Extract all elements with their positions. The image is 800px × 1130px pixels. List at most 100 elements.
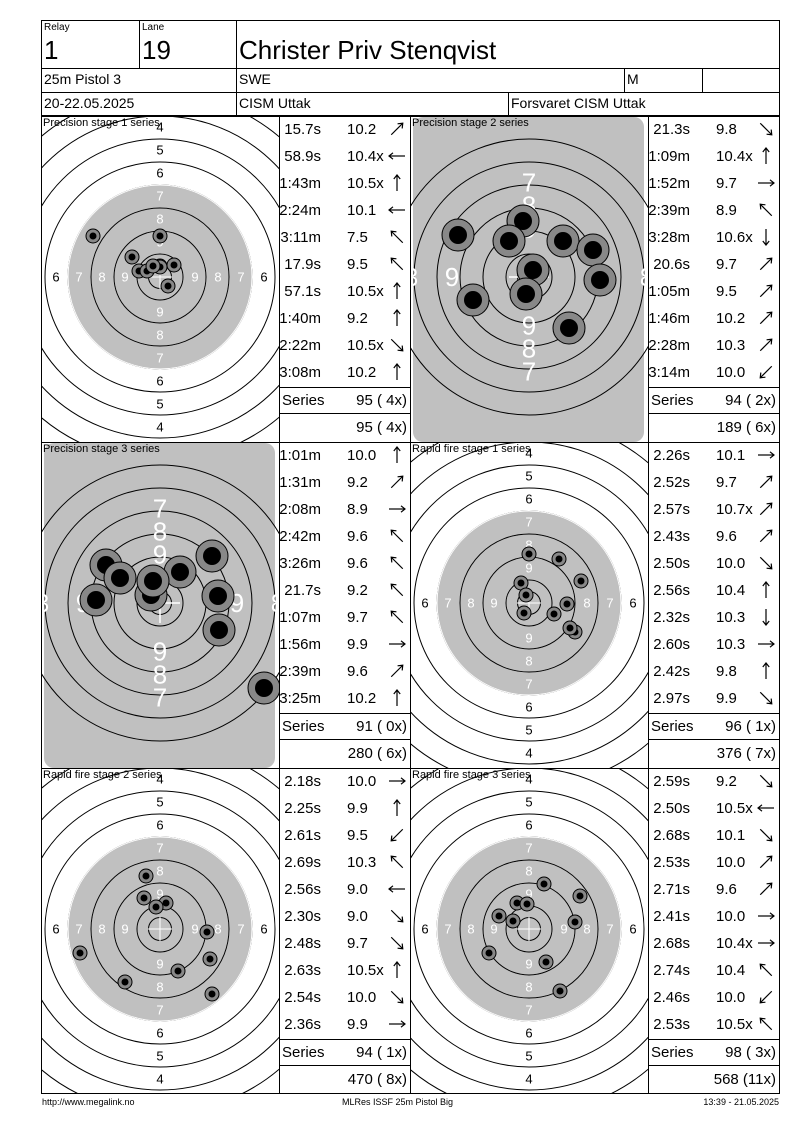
shot-time: 2.48s <box>284 935 321 952</box>
direction-arrow-icon <box>386 498 408 520</box>
direction-arrow-icon <box>755 145 777 167</box>
svg-text:8: 8 <box>525 864 532 879</box>
shot-score: 9.6 <box>716 528 737 545</box>
shot-score: 10.5x <box>716 1016 753 1033</box>
svg-text:5: 5 <box>525 795 532 810</box>
direction-arrow-icon <box>386 226 408 248</box>
direction-arrow-icon <box>755 824 777 846</box>
direction-arrow-icon <box>755 633 777 655</box>
direction-arrow-icon <box>755 199 777 221</box>
lane-value: 19 <box>142 35 171 65</box>
nation: SWE <box>239 71 271 87</box>
shot-score: 10.4x <box>716 148 753 165</box>
shot-time: 2:39m <box>648 202 690 219</box>
shot-score: 9.5 <box>347 827 368 844</box>
shot-score: 9.2 <box>716 773 737 790</box>
svg-text:5: 5 <box>525 723 532 738</box>
svg-text:7: 7 <box>606 596 613 611</box>
svg-text:9: 9 <box>522 311 536 341</box>
svg-text:7: 7 <box>156 351 163 366</box>
series-title: Precision stage 3 series <box>43 443 160 455</box>
running-total-value: 470 ( 8x) <box>347 1071 407 1088</box>
direction-arrow-icon <box>755 932 777 954</box>
direction-arrow-icon <box>386 145 408 167</box>
svg-text:8: 8 <box>156 980 163 995</box>
shot-time: 2:22m <box>279 337 321 354</box>
shot-time: 2:08m <box>279 501 321 518</box>
shot-time: 2.36s <box>284 1016 321 1033</box>
running-total-value: 568 (11x) <box>713 1071 776 1088</box>
series-value: 96 ( 1x) <box>725 718 776 735</box>
svg-text:9: 9 <box>525 887 532 902</box>
shot-time: 2.57s <box>653 501 690 518</box>
competition: CISM Uttak <box>239 95 311 111</box>
shot-score: 10.3 <box>716 337 746 354</box>
direction-arrow-icon <box>386 1013 408 1035</box>
shot-time: 2.68s <box>653 827 690 844</box>
svg-text:6: 6 <box>260 270 267 285</box>
target-svg: 9988779988 <box>411 117 648 442</box>
nation-cell: SWE <box>237 69 625 93</box>
direction-arrow-icon <box>386 633 408 655</box>
direction-arrow-icon <box>755 361 777 383</box>
direction-arrow-icon <box>755 525 777 547</box>
direction-arrow-icon <box>386 118 408 140</box>
series-title: Rapid fire stage 3 series <box>412 769 531 781</box>
shot-time: 1:52m <box>648 175 690 192</box>
shot-score: 10.0 <box>716 555 746 572</box>
svg-text:6: 6 <box>629 596 636 611</box>
column-divider <box>410 116 411 1094</box>
direction-arrow-icon <box>386 824 408 846</box>
svg-text:5: 5 <box>156 795 163 810</box>
svg-text:4: 4 <box>156 772 163 787</box>
shot-time: 1:07m <box>279 609 321 626</box>
series-label: Series <box>282 718 325 735</box>
running-total-value: 376 ( 7x) <box>716 745 776 762</box>
series-label: Series <box>282 1044 325 1061</box>
shot-time: 1:40m <box>279 310 321 327</box>
shot-time: 2.30s <box>284 908 321 925</box>
shot-time: 2.63s <box>284 962 321 979</box>
svg-text:7: 7 <box>444 596 451 611</box>
series-panel: 9988779988Precision stage 3 series1:01m1… <box>42 443 411 768</box>
svg-text:8: 8 <box>98 270 105 285</box>
shot-time: 2.18s <box>284 773 321 790</box>
svg-text:8: 8 <box>156 328 163 343</box>
running-total-row: 376 ( 7x) <box>649 740 780 767</box>
svg-text:7: 7 <box>153 494 167 524</box>
svg-text:7: 7 <box>444 922 451 937</box>
shot-score: 9.2 <box>347 474 368 491</box>
svg-text:9: 9 <box>153 540 167 570</box>
shot-score: 9.7 <box>347 609 368 626</box>
shot-time: 20.6s <box>653 256 690 273</box>
svg-text:4: 4 <box>525 1072 532 1087</box>
event-cell: 25m Pistol 3 <box>42 69 237 93</box>
